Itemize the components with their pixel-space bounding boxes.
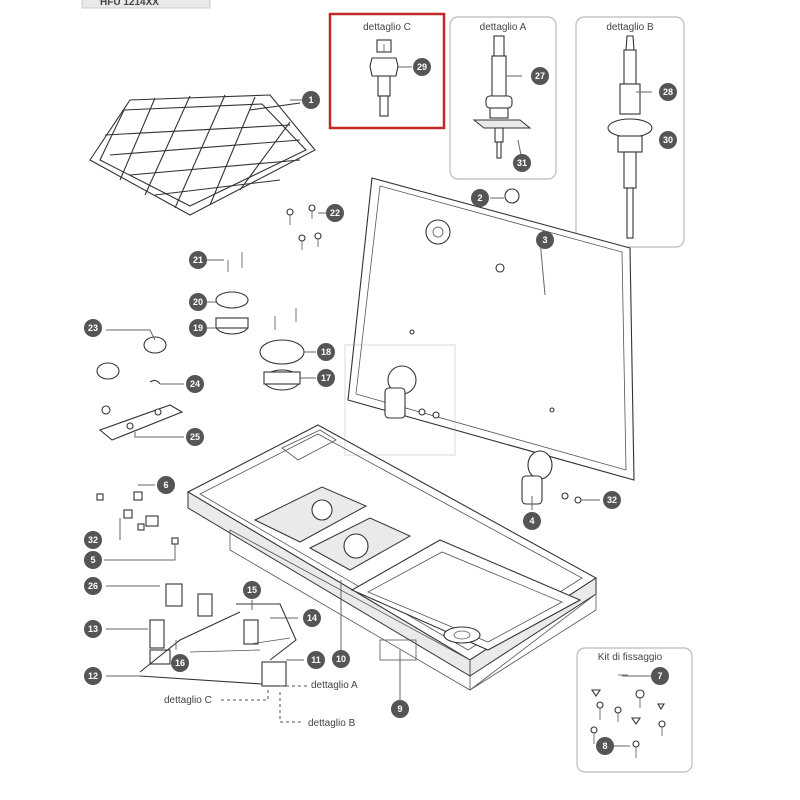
callout-32a: 32 — [603, 491, 621, 509]
callout-14: 14 — [303, 609, 321, 627]
callout-18: 18 — [317, 343, 335, 361]
callout-number: 32 — [607, 495, 617, 505]
callout-31: 31 — [513, 154, 531, 172]
callout-16: 16 — [171, 654, 189, 672]
callout-number: 2 — [477, 193, 482, 203]
callout-4: 4 — [523, 512, 541, 530]
screws-22 — [286, 204, 322, 250]
callout-number: 9 — [397, 704, 402, 714]
detail-c-title: dettaglio C — [363, 22, 411, 33]
hob-sink-body — [186, 424, 598, 691]
callout-number: 31 — [517, 158, 527, 168]
callout-21: 21 — [189, 251, 207, 269]
callout-27: 27 — [531, 67, 549, 85]
callout-13: 13 — [84, 620, 102, 638]
knob-plate — [98, 404, 184, 441]
callout-number: 28 — [663, 87, 673, 97]
callout-7: 7 — [651, 667, 669, 685]
callout-29: 29 — [413, 58, 431, 76]
callout-number: 20 — [193, 297, 203, 307]
callout-number: 26 — [88, 581, 98, 591]
callout-number: 11 — [311, 655, 321, 665]
header-tab-text: HFU 1214XX — [100, 0, 159, 8]
hinge-washers — [418, 408, 582, 504]
callout-20: 20 — [189, 293, 207, 311]
callout-number: 24 — [190, 379, 200, 389]
callout-11: 11 — [307, 651, 325, 669]
callout-8: 8 — [596, 737, 614, 755]
callout-number: 4 — [529, 516, 534, 526]
callout-number: 12 — [88, 671, 98, 681]
callout-number: 8 — [602, 741, 607, 751]
callout-number: 21 — [193, 255, 203, 265]
control-knobs — [96, 336, 167, 380]
callout-number: 25 — [190, 432, 200, 442]
callout-number: 32 — [88, 535, 98, 545]
ref-dettaglio-a: dettaglio A — [311, 680, 358, 691]
callout-number: 6 — [163, 480, 168, 490]
callout-17: 17 — [317, 369, 335, 387]
gas-valve-assembly — [139, 583, 297, 687]
callout-15: 15 — [243, 581, 261, 599]
ref-dettaglio-c: dettaglio C — [164, 695, 212, 706]
callout-number: 7 — [657, 671, 662, 681]
watermark-logo — [344, 344, 456, 456]
callout-32b: 32 — [84, 531, 102, 549]
callout-number: 18 — [321, 347, 331, 357]
detail-a-panel: dettaglio A — [449, 16, 557, 180]
fixing-kit-panel: Kit di fissaggio — [576, 647, 693, 773]
callout-badges: 1234567891011121314151617181920212223242… — [84, 58, 677, 755]
ref-dettaglio-b: dettaglio B — [308, 718, 356, 729]
callout-3: 3 — [536, 231, 554, 249]
callout-number: 16 — [175, 658, 185, 668]
callout-number: 27 — [535, 71, 545, 81]
fixing-kit-title: Kit di fissaggio — [598, 652, 663, 663]
detail-a-title: dettaglio A — [480, 22, 527, 33]
callout-number: 5 — [90, 555, 95, 565]
callout-19: 19 — [189, 319, 207, 337]
callout-28: 28 — [659, 83, 677, 101]
detail-b-panel: dettaglio B — [575, 16, 685, 248]
callout-1: 1 — [302, 91, 320, 109]
lid-hinges — [384, 365, 553, 505]
callout-number: 1 — [308, 95, 313, 105]
detail-b-title: dettaglio B — [606, 22, 654, 33]
callout-25: 25 — [186, 428, 204, 446]
large-burner-cap — [259, 339, 305, 391]
fixing-screws-group — [590, 674, 666, 758]
callout-6: 6 — [157, 476, 175, 494]
small-burner-cap — [215, 291, 249, 335]
callout-number: 10 — [336, 654, 346, 664]
callout-number: 3 — [542, 235, 547, 245]
callout-23: 23 — [84, 319, 102, 337]
callout-number: 30 — [663, 135, 673, 145]
callout-22: 22 — [326, 204, 344, 222]
callout-26: 26 — [84, 577, 102, 595]
callout-number: 23 — [88, 323, 98, 333]
callout-10: 10 — [332, 650, 350, 668]
callout-number: 14 — [307, 613, 317, 623]
callout-number: 22 — [330, 208, 340, 218]
glass-lid — [347, 177, 635, 481]
callout-2: 2 — [471, 189, 489, 207]
callout-12: 12 — [84, 667, 102, 685]
callout-24: 24 — [186, 375, 204, 393]
callout-5: 5 — [84, 551, 102, 569]
callout-number: 19 — [193, 323, 203, 333]
callout-30: 30 — [659, 131, 677, 149]
ignition-electrode-part — [607, 35, 653, 239]
grommet-part — [504, 188, 520, 204]
callout-number: 29 — [417, 62, 427, 72]
screw-21 — [227, 252, 243, 272]
small-fittings — [96, 491, 179, 545]
thermocouple-fitting-part — [369, 39, 399, 117]
pan-support-grid — [89, 94, 316, 216]
callout-9: 9 — [391, 700, 409, 718]
header-tab: HFU 1214XX — [81, 0, 211, 9]
callout-number: 15 — [247, 585, 257, 595]
pins — [274, 308, 297, 330]
callout-number: 13 — [88, 624, 98, 634]
callout-number: 17 — [321, 373, 331, 383]
